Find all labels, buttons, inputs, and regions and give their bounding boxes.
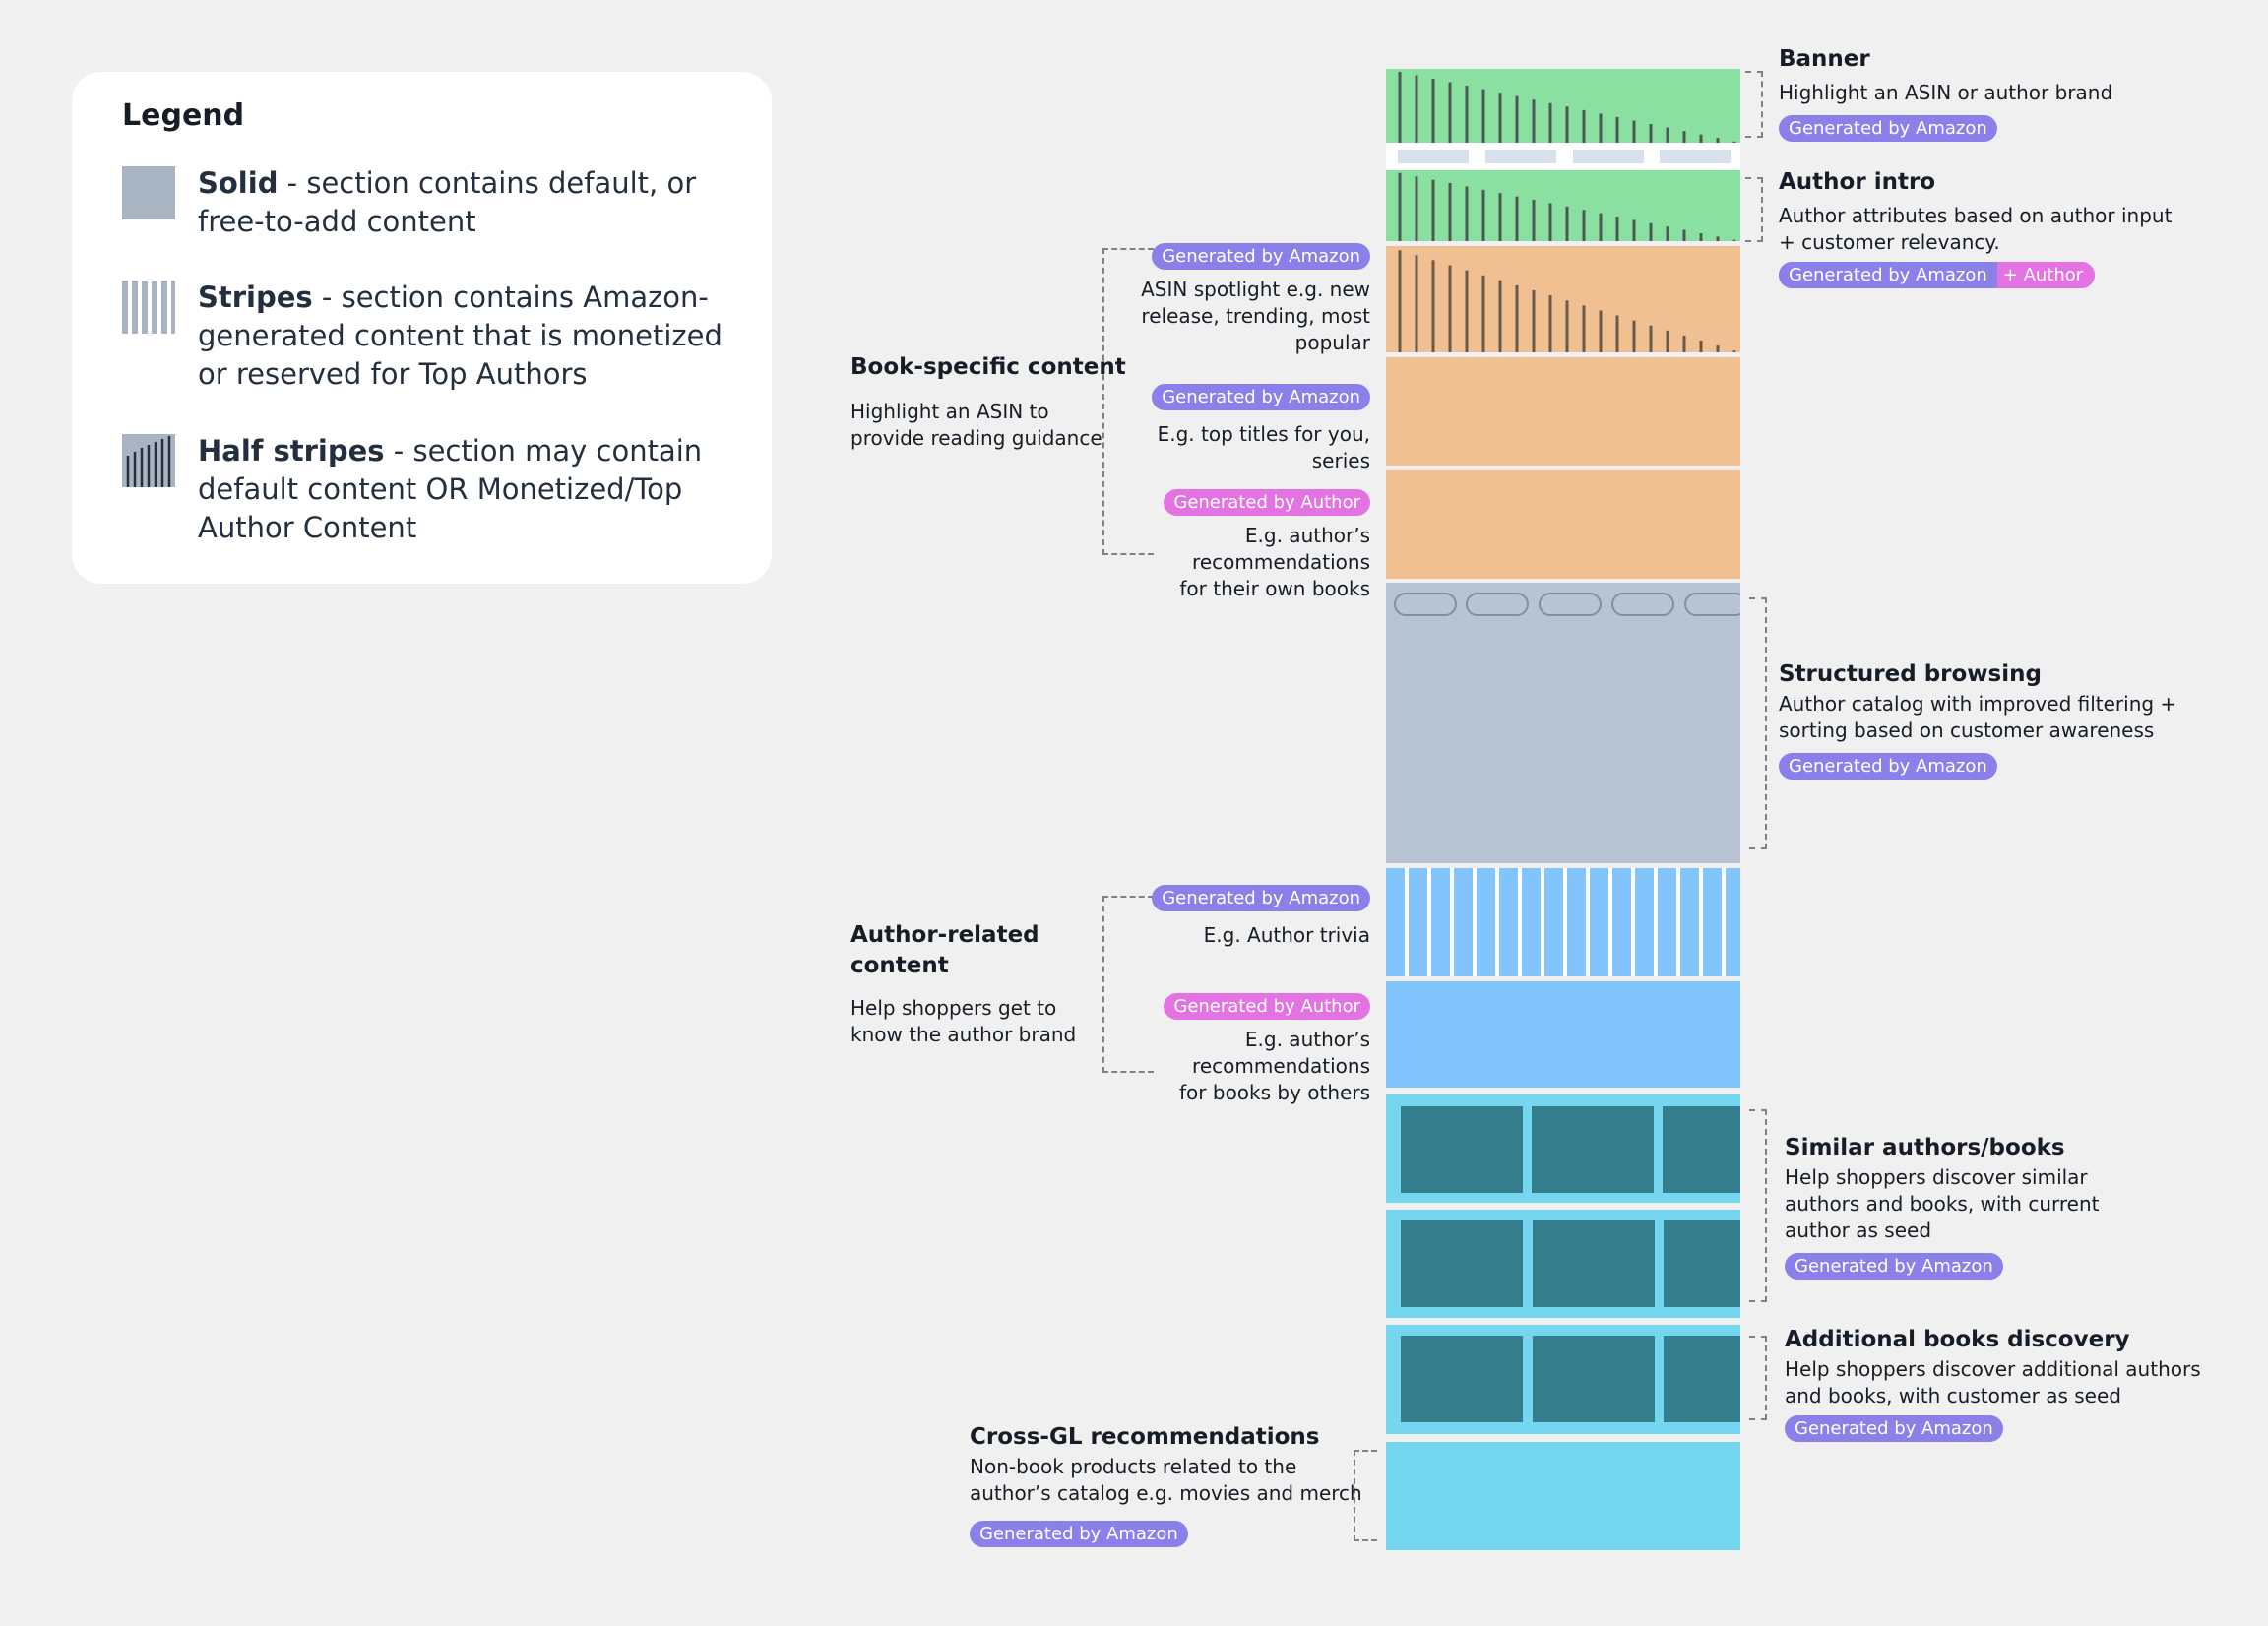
banner-desc: Highlight an ASIN or author brand	[1779, 81, 2113, 104]
similar-desc: Help shoppers discover similar	[1785, 1165, 2088, 1189]
legend-desc: - section may contain default content OR…	[198, 434, 703, 544]
amazon-pill: Generated by Amazon	[1152, 384, 1370, 410]
top-titles-desc: E.g. top titles for you,	[1157, 422, 1370, 446]
additional-books-section	[1386, 1325, 1740, 1434]
filter-chip	[1684, 593, 1740, 616]
author-related-desc: know the author brand	[850, 1023, 1077, 1046]
book-specific-title: Book-specific content	[850, 354, 1126, 380]
legend-desc: - section contains default, or free-to-a…	[198, 166, 697, 238]
structured-browsing-desc: Author catalog with improved filtering +	[1779, 692, 2177, 716]
book-tile	[1533, 1220, 1655, 1307]
trivia-desc: E.g. Author trivia	[1203, 923, 1370, 947]
own-books-desc: E.g. author’s	[1244, 524, 1370, 547]
author-related-bracket	[1102, 896, 1154, 1073]
cross-gl-desc: Non-book products related to the	[970, 1455, 1297, 1478]
structured-browsing-section	[1386, 583, 1740, 863]
carousel-dot	[1485, 150, 1556, 163]
filter-chip	[1466, 593, 1529, 616]
structured-browsing-title: Structured browsing	[1779, 661, 2042, 687]
amazon-author-pill: Generated by Amazon+ Author	[1779, 262, 2096, 288]
book-specific-desc: provide reading guidance	[850, 426, 1102, 450]
book-tile	[1401, 1220, 1523, 1307]
book-tile	[1533, 1336, 1655, 1422]
filter-chip	[1539, 593, 1602, 616]
author-pill: Generated by Author	[1164, 993, 1370, 1020]
amazon-pill: Generated by Amazon	[970, 1521, 1188, 1547]
amazon-pill: Generated by Amazon	[1785, 1415, 2003, 1442]
additional-desc: and books, with customer as seed	[1785, 1384, 2121, 1407]
amazon-pill: Generated by Amazon	[1779, 753, 1997, 780]
book-specific-desc: Highlight an ASIN to	[850, 400, 1049, 423]
filter-chip	[1611, 593, 1674, 616]
banner-carousel-strip	[1386, 143, 1740, 170]
legend-card: Legend Solid - section contains default,…	[72, 72, 772, 584]
book-tile	[1401, 1106, 1523, 1193]
others-desc: recommendations	[1192, 1054, 1370, 1078]
similar-title: Similar authors/books	[1785, 1135, 2065, 1160]
book-specific-bracket	[1102, 248, 1154, 555]
amazon-pill: Generated by Amazon	[1779, 115, 1997, 142]
legend-desc: - section contains Amazon-generated cont…	[198, 281, 723, 391]
carousel-dot	[1660, 150, 1731, 163]
legend-term: Half stripes	[198, 434, 385, 468]
spotlight-desc: popular	[1294, 331, 1370, 354]
banner-section	[1386, 69, 1740, 143]
author-trivia-section	[1386, 868, 1740, 976]
similar-bracket	[1749, 1109, 1767, 1302]
top-titles-desc: series	[1311, 449, 1370, 472]
author-related-desc: Help shoppers get to	[850, 996, 1057, 1020]
additional-bracket	[1749, 1336, 1767, 1420]
carousel-dot	[1573, 150, 1644, 163]
author-intro-section	[1386, 170, 1740, 241]
similar-desc: authors and books, with current	[1785, 1192, 2100, 1216]
banner-title: Banner	[1779, 46, 1870, 72]
additional-desc: Help shoppers discover additional author…	[1785, 1357, 2201, 1381]
others-desc: E.g. author’s	[1244, 1028, 1370, 1051]
legend-term: Solid	[198, 166, 279, 200]
cross-gl-desc: author’s catalog e.g. movies and merch	[970, 1481, 1362, 1505]
book-tile	[1663, 1106, 1740, 1193]
filter-chip	[1394, 593, 1457, 616]
structured-browsing-desc: sorting based on customer awareness	[1779, 719, 2155, 742]
carousel-dot	[1398, 150, 1469, 163]
legend-title: Legend	[122, 98, 245, 133]
author-intro-title: Author intro	[1779, 169, 1936, 195]
author-intro-desc: + customer relevancy.	[1779, 230, 2000, 254]
stripes-swatch-icon	[122, 281, 175, 334]
structured-browsing-bracket	[1749, 597, 1767, 849]
top-titles-section	[1386, 357, 1740, 466]
book-tile	[1401, 1336, 1523, 1422]
half-stripes-swatch-icon	[122, 434, 175, 487]
book-tile	[1664, 1220, 1740, 1307]
additional-title: Additional books discovery	[1785, 1327, 2130, 1352]
similar-desc: author as seed	[1785, 1219, 1932, 1242]
similar-row-1	[1386, 1094, 1740, 1203]
solid-swatch-icon	[122, 166, 175, 219]
amazon-pill: Generated by Amazon	[1152, 243, 1370, 270]
author-own-books-section	[1386, 470, 1740, 579]
author-intro-bracket	[1745, 177, 1763, 242]
spotlight-desc: release, trending, most	[1141, 304, 1370, 328]
book-tile	[1664, 1336, 1740, 1422]
amazon-pill: Generated by Amazon	[1152, 885, 1370, 911]
cross-gl-title: Cross-GL recommendations	[970, 1424, 1320, 1450]
asin-spotlight-section	[1386, 246, 1740, 352]
cross-gl-bracket	[1354, 1450, 1377, 1541]
author-related-title: Author-related	[850, 922, 1040, 948]
author-intro-desc: Author attributes based on author input	[1779, 204, 2173, 227]
own-books-desc: for their own books	[1179, 577, 1370, 600]
similar-row-2	[1386, 1210, 1740, 1318]
author-pill: Generated by Author	[1164, 489, 1370, 516]
amazon-pill: Generated by Amazon	[1785, 1253, 2003, 1280]
author-related-title: content	[850, 953, 949, 978]
cross-gl-section	[1386, 1442, 1740, 1550]
others-desc: for books by others	[1179, 1081, 1370, 1104]
book-tile	[1532, 1106, 1654, 1193]
banner-bracket	[1745, 71, 1763, 138]
legend-term: Stripes	[198, 281, 313, 314]
own-books-desc: recommendations	[1192, 550, 1370, 574]
spotlight-desc: ASIN spotlight e.g. new	[1141, 278, 1370, 301]
author-recs-others-section	[1386, 981, 1740, 1088]
